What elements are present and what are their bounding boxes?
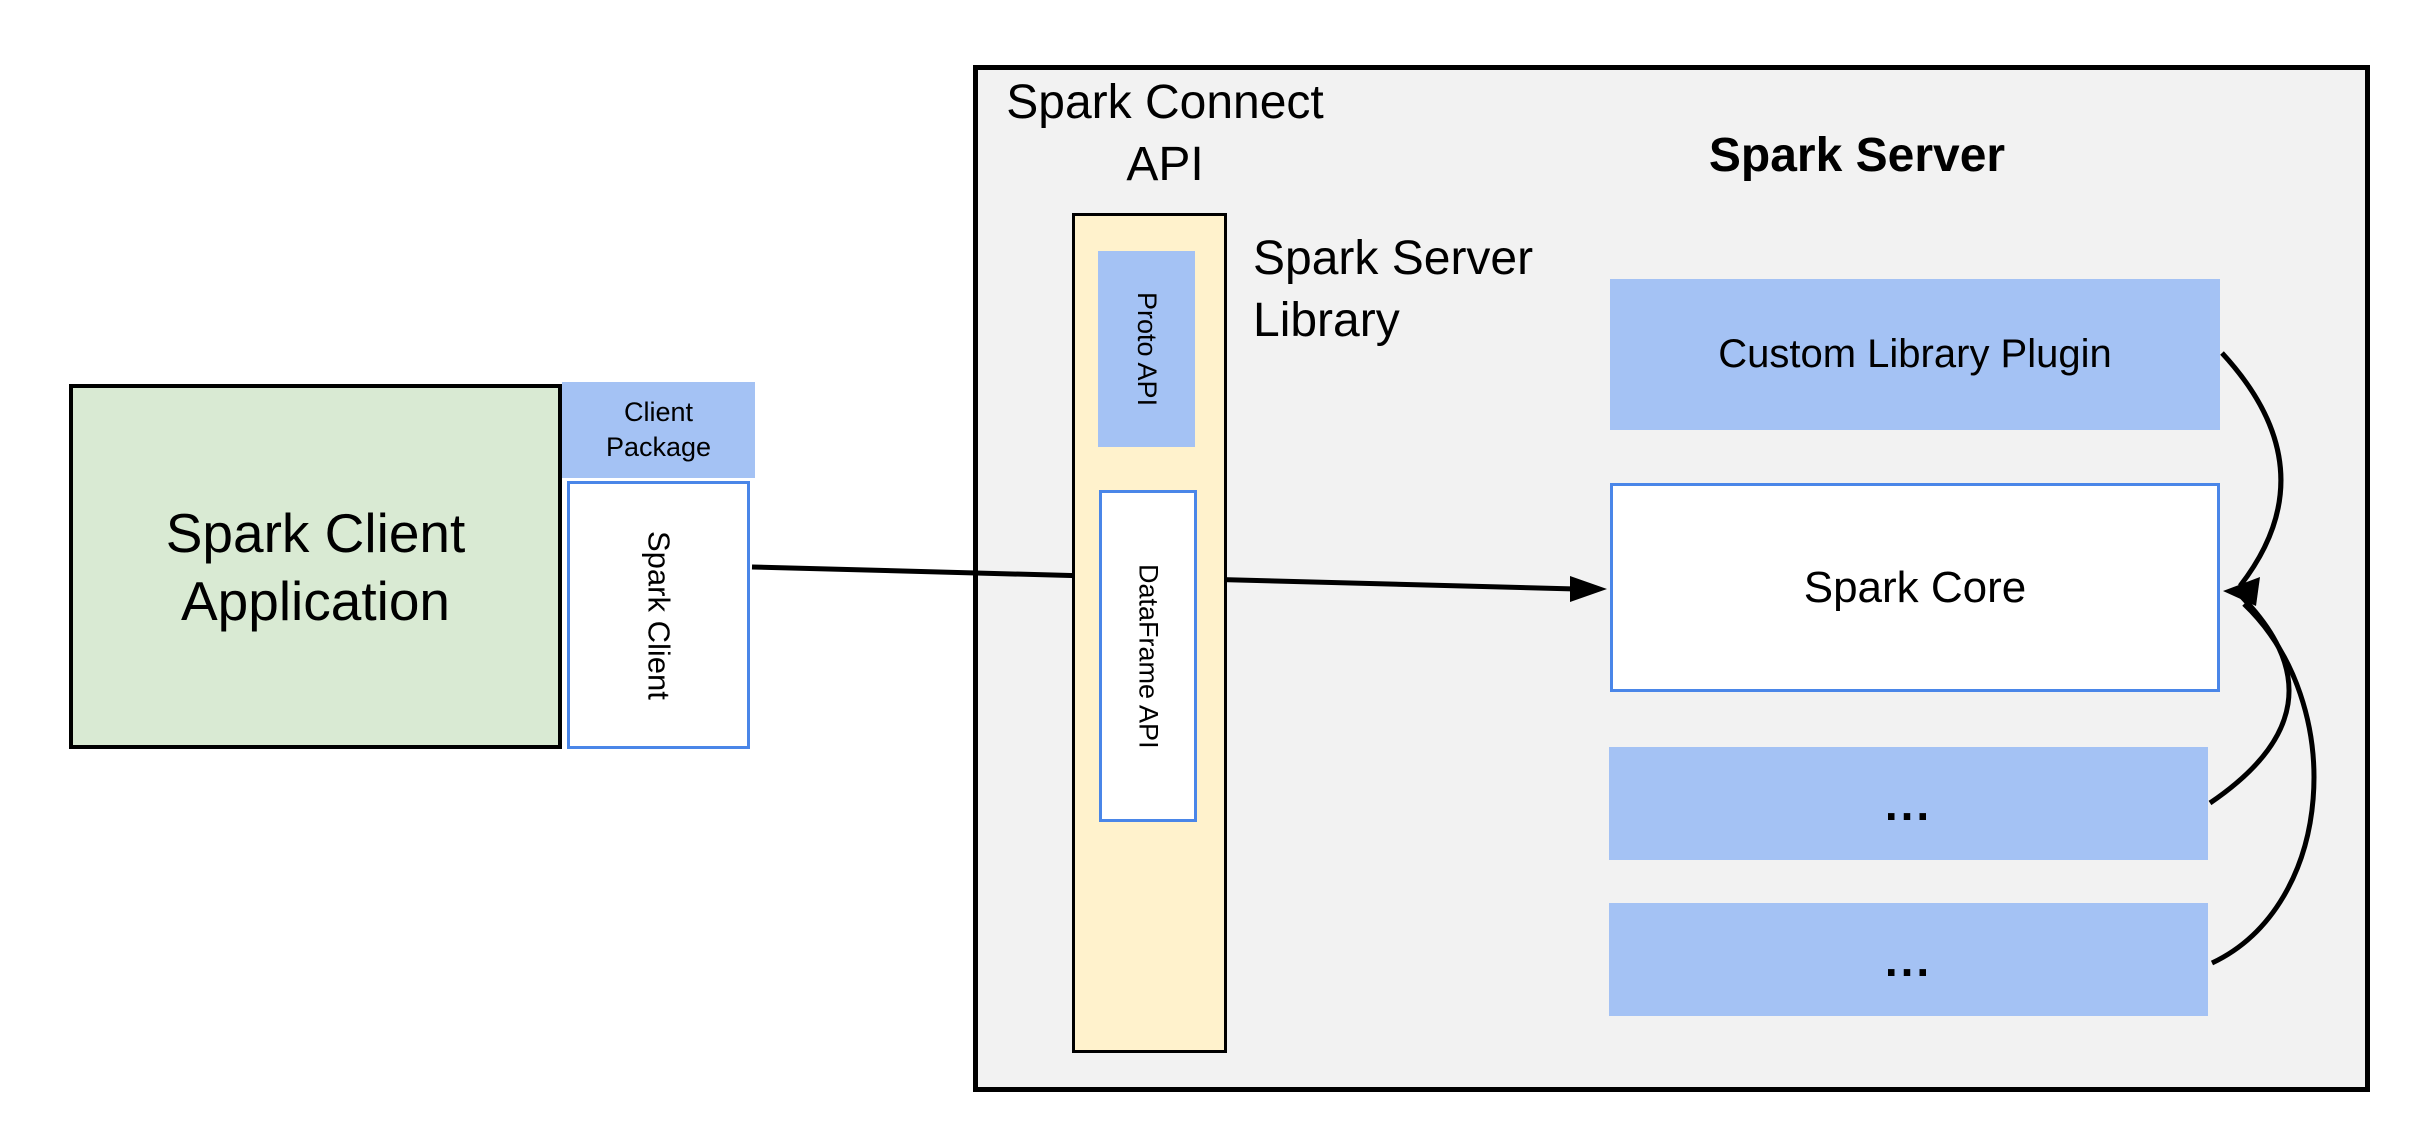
spark-client-label: Spark Client [641, 530, 677, 700]
dataframe-api-label: DataFrame API [1133, 563, 1164, 749]
client-package-label: Client Package [605, 397, 712, 462]
spark-server-title: Spark Server [1708, 129, 2006, 182]
proto-api-box: Proto API [1098, 251, 1195, 447]
custom-library-plugin-box: Custom Library Plugin [1610, 279, 2220, 430]
spark-server-library-label: Spark Server Library [1253, 232, 1534, 347]
module-box-2-label: ... [1884, 933, 1933, 986]
dataframe-api-box: DataFrame API [1099, 490, 1197, 822]
module-box-1-label: ... [1884, 777, 1933, 830]
spark-client-box: Spark Client [567, 481, 750, 749]
spark-core-label: Spark Core [1803, 562, 2027, 612]
module-box-2: ... [1609, 903, 2208, 1016]
spark-client-application-box: Spark Client Application [69, 384, 562, 749]
spark-core-box: Spark Core [1610, 483, 2220, 692]
spark-connect-api-label: Spark Connect API [1006, 76, 1324, 191]
spark-client-application-label: Spark Client Application [165, 501, 466, 632]
custom-library-plugin-label: Custom Library Plugin [1718, 332, 2112, 376]
module-box-1: ... [1609, 747, 2208, 860]
proto-api-label: Proto API [1132, 291, 1162, 407]
client-package-box: Client Package [562, 382, 755, 478]
